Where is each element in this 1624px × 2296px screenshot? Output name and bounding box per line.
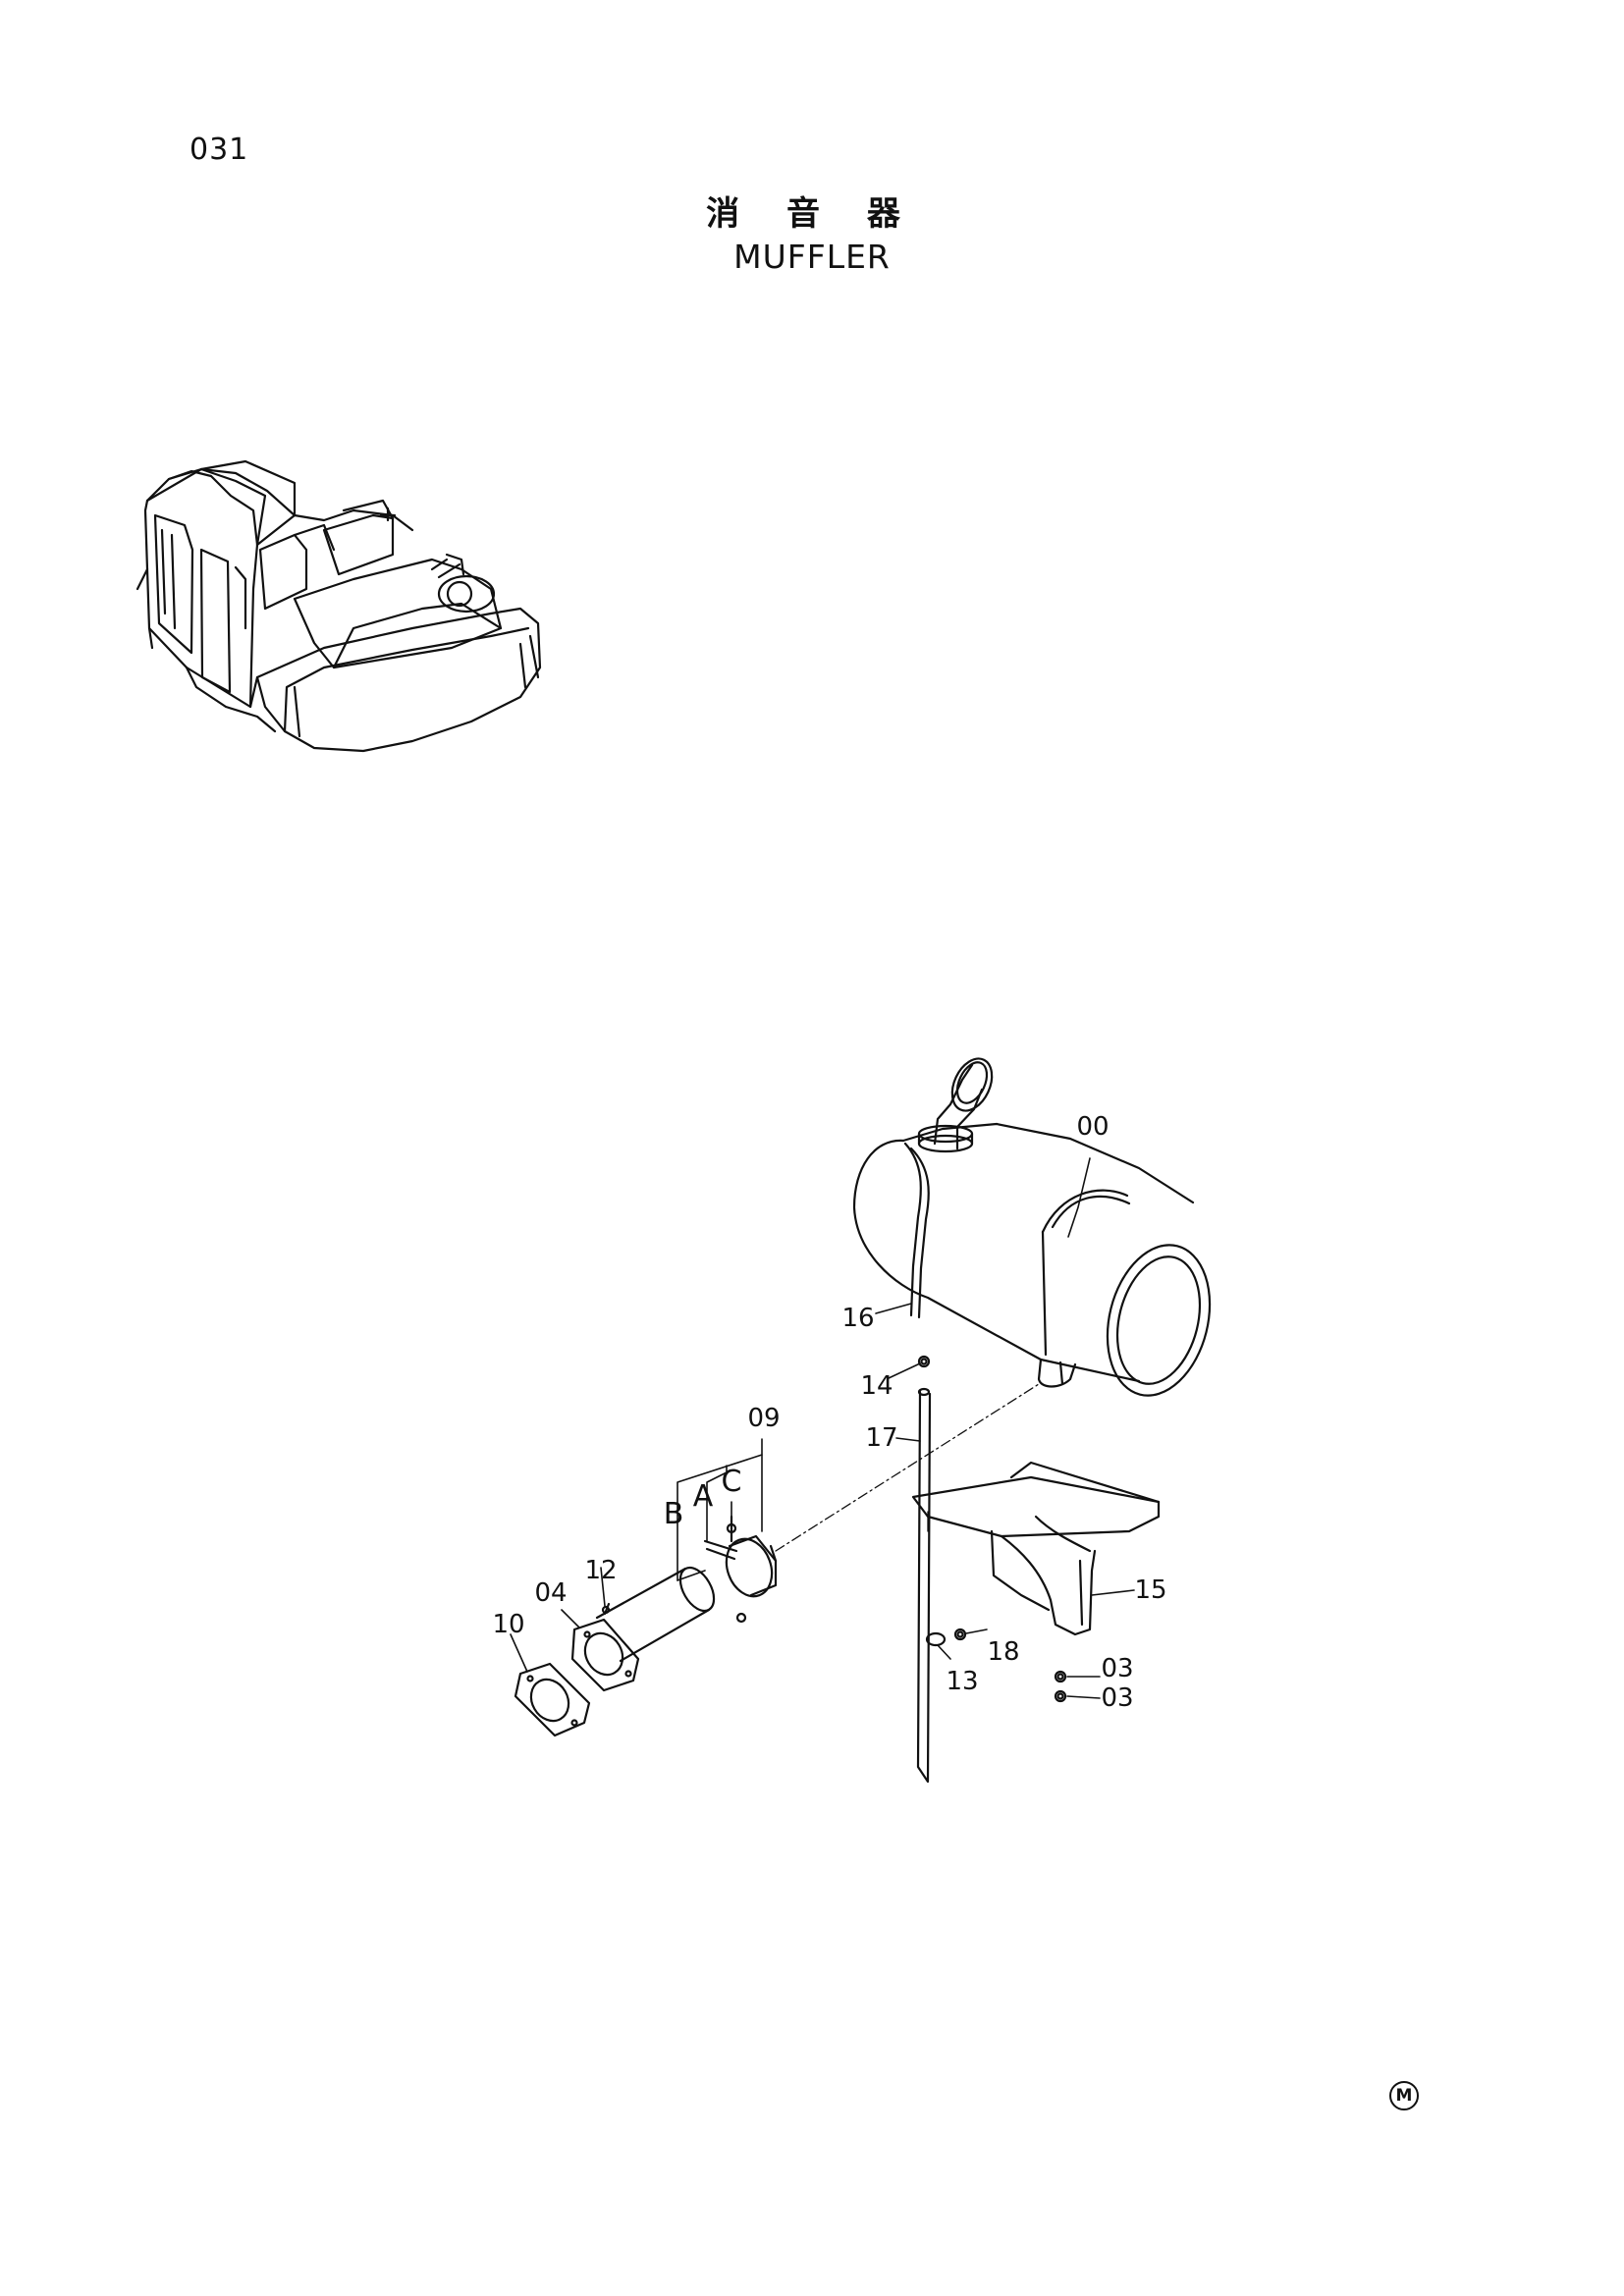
clamp-13 [925, 1631, 947, 1647]
callout-10: 10 [492, 1610, 525, 1639]
exhaust-pipe-assembly [514, 1515, 778, 1737]
bolt-18 [953, 1628, 967, 1641]
callout-12: 12 [584, 1556, 618, 1585]
callout-03a: 03 [1101, 1654, 1134, 1683]
manufacturer-mark: M [1389, 2081, 1419, 2110]
callout-09: 09 [747, 1404, 781, 1433]
callout-17: 17 [865, 1423, 898, 1453]
title-english: MUFFLER [733, 238, 891, 276]
callout-B: B [663, 1497, 684, 1531]
nut-03b [1054, 1689, 1067, 1703]
callout-A: A [692, 1479, 714, 1514]
callout-15: 15 [1134, 1575, 1167, 1605]
callout-03b: 03 [1101, 1683, 1134, 1713]
stay-rod [916, 1390, 932, 1784]
machine-overview-illustration [135, 459, 542, 753]
bolt-14 [917, 1355, 931, 1368]
muffler-bracket [911, 1461, 1161, 1636]
title-japanese: 消 音 器 [706, 194, 918, 234]
callout-04: 04 [534, 1578, 568, 1608]
callout-C: C [721, 1465, 742, 1499]
callout-13: 13 [946, 1667, 979, 1696]
callout-16: 16 [841, 1304, 875, 1333]
callout-00: 00 [1076, 1112, 1110, 1142]
exploded-parts-view [510, 1057, 1212, 1784]
callout-18: 18 [987, 1637, 1020, 1667]
muffler-body [852, 1057, 1212, 1397]
page-number: 031 [189, 133, 249, 167]
callout-14: 14 [860, 1371, 893, 1401]
nut-03a [1054, 1670, 1067, 1683]
